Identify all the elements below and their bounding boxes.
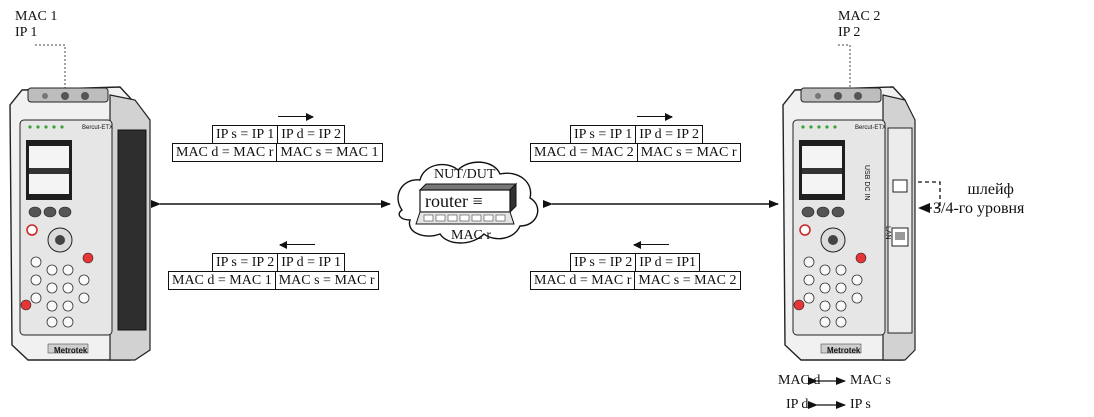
router-name-label: router ≡ bbox=[425, 191, 483, 211]
loopback-label-line2: 3/4-го уровня bbox=[933, 200, 1025, 217]
mac-source-cell: MAC s = MAC 1 bbox=[277, 143, 383, 162]
loopback-label-line1: шлейф bbox=[967, 181, 1014, 198]
ip-source-cell: IP s = IP 2 bbox=[212, 253, 279, 272]
left-device-mac: MAC 1 bbox=[15, 9, 58, 24]
mac-destination-cell: MAC d = MAC r bbox=[530, 271, 636, 290]
router-top-label: NUT/DUT bbox=[434, 167, 496, 182]
packet-right-bottom: IP s = IP 2 IP d = IP1 MAC d = MAC r MAC… bbox=[530, 253, 741, 290]
right-device-mac: MAC 2 bbox=[838, 9, 881, 24]
right-device-brand: Metrotek bbox=[827, 346, 861, 355]
packet-right-top: IP s = IP 1 IP d = IP 2 MAC d = MAC 2 MA… bbox=[530, 125, 741, 162]
ip-destination-cell: IP d = IP 2 bbox=[636, 125, 703, 144]
ip-source-cell: IP s = IP 2 bbox=[570, 253, 637, 272]
mac-source-cell: MAC s = MAC r bbox=[275, 271, 379, 290]
mac-source-cell: MAC s = MAC 2 bbox=[635, 271, 741, 290]
router-lines-icon: ≡ bbox=[467, 191, 483, 211]
ip-swap-right: IP s bbox=[850, 397, 871, 412]
left-label-leader bbox=[35, 44, 66, 88]
left-tester-device bbox=[9, 86, 151, 361]
right-label-leader bbox=[838, 44, 851, 88]
left-device-model: Bercut-ETX bbox=[82, 125, 114, 131]
mac-swap-right: MAC s bbox=[850, 373, 891, 388]
port-usb-label: USB bbox=[863, 165, 870, 180]
mac-destination-cell: MAC d = MAC 2 bbox=[530, 143, 638, 162]
packet-left-top: IP s = IP 1 IP d = IP 2 MAC d = MAC r MA… bbox=[172, 125, 383, 162]
mac-source-cell: MAC s = MAC r bbox=[637, 143, 741, 162]
right-device-model: Bercut-ETX bbox=[855, 125, 887, 131]
mac-swap-left: MAC d bbox=[778, 373, 821, 388]
left-device-labels: MAC 1 IP 1 bbox=[15, 9, 57, 41]
right-device-ip: IP 2 bbox=[838, 25, 861, 40]
ip-destination-cell: IP d = IP 2 bbox=[278, 125, 345, 144]
router-mac-label: MAC r bbox=[451, 228, 492, 243]
left-device-brand: Metrotek bbox=[54, 346, 88, 355]
loopback-dashed-line bbox=[918, 181, 941, 209]
ip-swap-left: IP d bbox=[786, 397, 809, 412]
packet-left-bottom: IP s = IP 2 IP d = IP 1 MAC d = MAC 1 MA… bbox=[168, 253, 379, 290]
mac-destination-cell: MAC d = MAC 1 bbox=[168, 271, 276, 290]
direction-arrow-right bbox=[278, 112, 314, 122]
ip-source-cell: IP s = IP 1 bbox=[212, 125, 279, 144]
left-device-ip: IP 1 bbox=[15, 25, 38, 40]
direction-arrow-right bbox=[637, 112, 673, 122]
ip-destination-cell: IP d = IP 1 bbox=[278, 253, 345, 272]
port-dc-label: DC IN bbox=[863, 181, 870, 201]
router-box bbox=[415, 182, 518, 225]
direction-arrow-left bbox=[633, 240, 669, 250]
ip-source-cell: IP s = IP 1 bbox=[570, 125, 637, 144]
right-tester-device bbox=[782, 86, 916, 361]
mac-destination-cell: MAC d = MAC r bbox=[172, 143, 278, 162]
ip-destination-cell: IP d = IP1 bbox=[636, 253, 700, 272]
loopback-arrow-head bbox=[918, 203, 930, 213]
right-device-labels: MAC 2 IP 2 bbox=[838, 9, 880, 41]
loopback-label: шлейф 3/4-го уровня bbox=[933, 180, 1024, 218]
port-lan-label: LAN bbox=[884, 226, 891, 240]
direction-arrow-left bbox=[279, 240, 315, 250]
